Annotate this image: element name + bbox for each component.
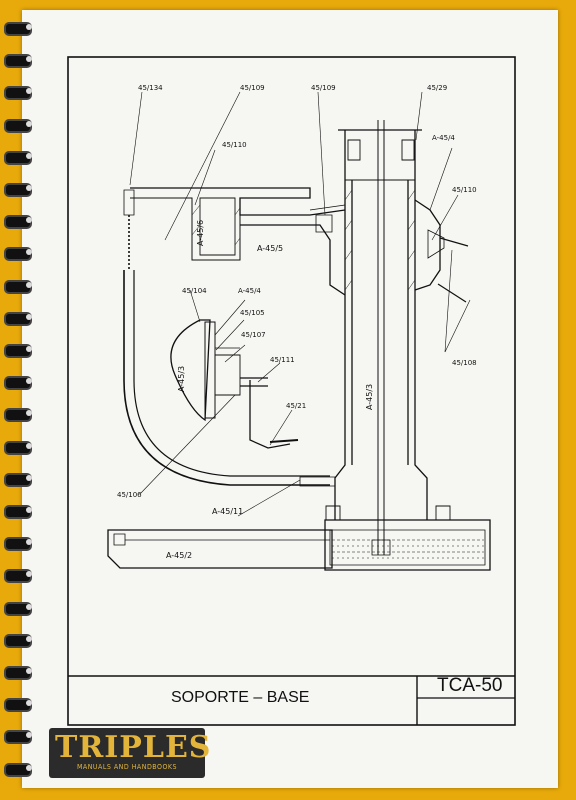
part-label: 45/110 [222, 141, 247, 149]
binding-coil [4, 408, 32, 423]
drawing-code: TCA-50 [437, 675, 503, 696]
part-label: A-45/2 [166, 551, 193, 560]
binding-coil [4, 376, 32, 391]
part-label: 45/107 [241, 331, 266, 339]
binding-coil [4, 762, 32, 777]
part-label: A-45/3 [365, 383, 374, 410]
part-label: 45/111 [270, 356, 295, 364]
part-label: A-45/5 [257, 244, 284, 253]
part-label: 45/104 [182, 287, 207, 295]
logo-tagline: MANUALS AND HANDBOOKS [76, 763, 178, 771]
binding-coil [4, 505, 32, 519]
part-label: A-45/4 [238, 287, 261, 295]
part-label: 45/110 [452, 186, 477, 194]
part-label: 45/108 [452, 359, 477, 367]
binding-coil [4, 22, 32, 36]
binding-coil [4, 86, 32, 101]
binding-coil [4, 537, 32, 552]
logo-name: TRIPLES [55, 730, 212, 765]
binding-coil [4, 279, 32, 294]
binding-coil [4, 54, 32, 69]
drawing-frame [67, 56, 516, 726]
binding-coil [4, 601, 32, 616]
binding-coil [4, 118, 32, 133]
binding-coil [4, 183, 32, 197]
part-label: A-45/4 [432, 134, 455, 142]
binding-coil [4, 730, 32, 745]
binding-coil [4, 633, 32, 648]
part-label: 45/29 [427, 84, 448, 92]
part-label: 45/109 [240, 84, 265, 92]
binding-coil [4, 569, 32, 584]
part-label: A-45/3 [177, 365, 186, 392]
part-label: A-45/11 [212, 507, 244, 516]
binding-coil [4, 666, 32, 680]
binding-coil [4, 698, 32, 713]
publisher-logo: TRIPLES MANUALS AND HANDBOOKS [49, 728, 212, 778]
binding-coil [4, 344, 32, 358]
binding-coil [4, 311, 32, 326]
part-label: 45/134 [138, 84, 163, 92]
binding-coil [4, 440, 32, 455]
binding-coil [4, 215, 32, 230]
binding-coil [4, 472, 32, 487]
part-label: 45/109 [311, 84, 336, 92]
binding-coil [4, 150, 32, 165]
part-label: 45/21 [286, 402, 307, 410]
manual-page [22, 10, 558, 788]
part-label: 45/106 [117, 491, 142, 499]
drawing-title: SOPORTE – BASE [171, 689, 310, 706]
part-label: A-45/6 [196, 219, 205, 246]
binding-coil [4, 247, 32, 262]
part-label: 45/105 [240, 309, 265, 317]
